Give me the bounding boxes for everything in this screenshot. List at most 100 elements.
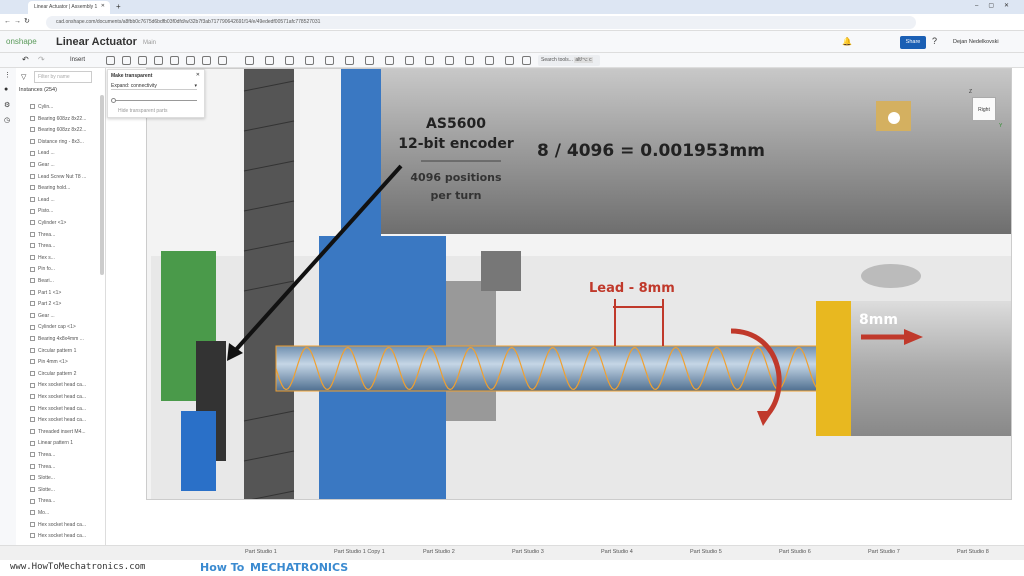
tool-icon[interactable] bbox=[245, 56, 254, 65]
search-tools-input[interactable]: Search tools... alt/⌥ c bbox=[538, 55, 600, 66]
tool-icon[interactable] bbox=[385, 56, 394, 65]
instance-item[interactable]: Lead Screw Nut T8 ... bbox=[30, 174, 86, 185]
tool-icon[interactable] bbox=[505, 56, 514, 65]
instance-item[interactable]: Pisto... bbox=[30, 208, 53, 219]
undo-icon[interactable]: ↶ bbox=[22, 55, 29, 64]
tool-icon[interactable] bbox=[122, 56, 131, 65]
tool-icon[interactable] bbox=[305, 56, 314, 65]
tool-icon[interactable] bbox=[202, 56, 211, 65]
tool-icon[interactable] bbox=[265, 56, 274, 65]
expand-select[interactable]: Expand: connectivity▾ bbox=[111, 83, 197, 90]
filter-icon[interactable]: ▽ bbox=[21, 74, 27, 81]
instance-item[interactable]: Gear ... bbox=[30, 313, 55, 324]
share-button[interactable]: Share bbox=[900, 36, 926, 49]
tab-part-studio[interactable]: Part Studio 1 Copy 1 bbox=[334, 549, 385, 555]
instance-item[interactable]: Gear ... bbox=[30, 162, 55, 173]
close-tab-icon[interactable]: ✕ bbox=[100, 3, 105, 9]
instance-item[interactable]: Bearing 4x8x4mm ... bbox=[30, 336, 84, 347]
view-cube-face[interactable]: Right bbox=[972, 97, 996, 121]
instance-item[interactable]: Threa... bbox=[30, 452, 55, 463]
instance-item[interactable]: Bearing 608zz 8x22... bbox=[30, 127, 86, 138]
instance-item[interactable]: Bearing hold... bbox=[30, 185, 70, 196]
comment-icon[interactable]: ● bbox=[4, 86, 9, 93]
slider-handle[interactable] bbox=[111, 98, 116, 103]
new-tab-icon[interactable]: + bbox=[116, 2, 121, 11]
tool-icon[interactable] bbox=[285, 56, 294, 65]
instance-item[interactable]: Linear pattern 1 bbox=[30, 440, 73, 451]
panel-scrollbar[interactable] bbox=[100, 95, 104, 275]
instance-item[interactable]: Cylinder <1> bbox=[30, 220, 66, 231]
tab-part-studio[interactable]: Part Studio 6 bbox=[779, 549, 811, 555]
instance-item[interactable]: Distance ring - 8x3... bbox=[30, 139, 84, 150]
onshape-logo[interactable]: onshape bbox=[6, 37, 37, 46]
instance-item[interactable]: Circular pattern 1 bbox=[30, 348, 76, 359]
tool-icon[interactable] bbox=[522, 56, 531, 65]
instance-item[interactable]: Cylin... bbox=[30, 104, 53, 115]
tab-part-studio[interactable]: Part Studio 5 bbox=[690, 549, 722, 555]
instance-item[interactable]: Hex socket head ca... bbox=[30, 533, 86, 544]
nav-buttons[interactable]: ←→↻ bbox=[4, 18, 33, 25]
instance-item[interactable]: Cylinder cap <1> bbox=[30, 324, 76, 335]
instance-item[interactable]: Threa... bbox=[30, 498, 55, 509]
instance-item[interactable]: Hex s... bbox=[30, 255, 55, 266]
tool-icon[interactable] bbox=[170, 56, 179, 65]
insert-button[interactable]: Insert bbox=[70, 57, 86, 63]
instance-item[interactable]: Pin fo... bbox=[30, 266, 55, 277]
instance-item[interactable]: Lead ... bbox=[30, 150, 55, 161]
user-menu[interactable]: Dejan Nedelkovski bbox=[953, 39, 999, 45]
window-controls[interactable]: –▢✕ bbox=[975, 3, 1020, 9]
tool-icon[interactable] bbox=[445, 56, 454, 65]
filter-input[interactable]: Filter by name bbox=[34, 71, 92, 83]
tool-icon[interactable] bbox=[465, 56, 474, 65]
instance-item[interactable]: Slotte... bbox=[30, 475, 55, 486]
instance-item[interactable]: Mo... bbox=[30, 510, 49, 521]
tool-icon[interactable] bbox=[154, 56, 163, 65]
close-icon[interactable]: ✕ bbox=[195, 72, 200, 78]
instance-item[interactable]: Threa... bbox=[30, 232, 55, 243]
tab-part-studio[interactable]: Part Studio 1 bbox=[245, 549, 277, 555]
tool-icon[interactable] bbox=[106, 56, 115, 65]
tool-icon[interactable] bbox=[138, 56, 147, 65]
tool-icon[interactable] bbox=[325, 56, 334, 65]
tab-part-studio[interactable]: Part Studio 8 bbox=[957, 549, 989, 555]
notification-icon[interactable]: 🔔 bbox=[842, 37, 852, 46]
instance-item[interactable]: Threa... bbox=[30, 243, 55, 254]
url-input[interactable]: cad.onshape.com/documents/a8fbb0c7675d6b… bbox=[46, 16, 916, 29]
transparency-slider[interactable] bbox=[111, 98, 197, 103]
instance-item[interactable]: Part 2 <1> bbox=[30, 301, 61, 312]
features-icon[interactable]: ⋮ bbox=[4, 72, 11, 79]
instance-item[interactable]: Bearing 608zz 8x22... bbox=[30, 116, 86, 127]
instance-item[interactable]: Hex socket head ca... bbox=[30, 417, 86, 428]
mates-icon[interactable]: ⚙ bbox=[4, 102, 11, 109]
tab-part-studio[interactable]: Part Studio 7 bbox=[868, 549, 900, 555]
instance-item[interactable]: Lead ... bbox=[30, 197, 55, 208]
instance-item[interactable]: Hex socket head ca... bbox=[30, 406, 86, 417]
instance-item[interactable]: Pin 4mm <1> bbox=[30, 359, 68, 370]
tool-icon[interactable] bbox=[218, 56, 227, 65]
document-title[interactable]: Linear Actuator bbox=[56, 36, 137, 48]
tab-part-studio[interactable]: Part Studio 3 bbox=[512, 549, 544, 555]
tool-icon[interactable] bbox=[425, 56, 434, 65]
tool-icon[interactable] bbox=[186, 56, 195, 65]
instance-item[interactable]: Hex socket head ca... bbox=[30, 522, 86, 533]
tool-icon[interactable] bbox=[365, 56, 374, 65]
hide-transparent-checkbox[interactable]: Hide transparent parts bbox=[118, 108, 168, 114]
instance-item[interactable]: Hex socket head ca... bbox=[30, 394, 86, 405]
branch-label[interactable]: Main bbox=[143, 40, 157, 46]
help-icon[interactable]: ? bbox=[932, 36, 938, 46]
3d-viewport[interactable]: AS5600 12-bit encoder 4096 positions per… bbox=[146, 68, 1012, 500]
instance-item[interactable]: Threa... bbox=[30, 464, 55, 475]
instance-item[interactable]: Slotte... bbox=[30, 487, 55, 498]
tool-icon[interactable] bbox=[405, 56, 414, 65]
instance-item[interactable]: Part 1 <1> bbox=[30, 290, 61, 301]
tool-icon[interactable] bbox=[485, 56, 494, 65]
instance-item[interactable]: Beari... bbox=[30, 278, 54, 289]
tab-part-studio[interactable]: Part Studio 4 bbox=[601, 549, 633, 555]
instance-item[interactable]: Circular pattern 2 bbox=[30, 371, 76, 382]
instance-item[interactable]: Hex socket head ca... bbox=[30, 382, 86, 393]
instance-item[interactable]: Threaded insert M4... bbox=[30, 429, 86, 440]
redo-icon[interactable]: ↷ bbox=[38, 55, 45, 64]
browser-tab[interactable]: Linear Actuator | Assembly 1✕ bbox=[28, 1, 110, 14]
tab-part-studio[interactable]: Part Studio 2 bbox=[423, 549, 455, 555]
view-cube[interactable]: Right Z Y bbox=[967, 89, 1007, 129]
